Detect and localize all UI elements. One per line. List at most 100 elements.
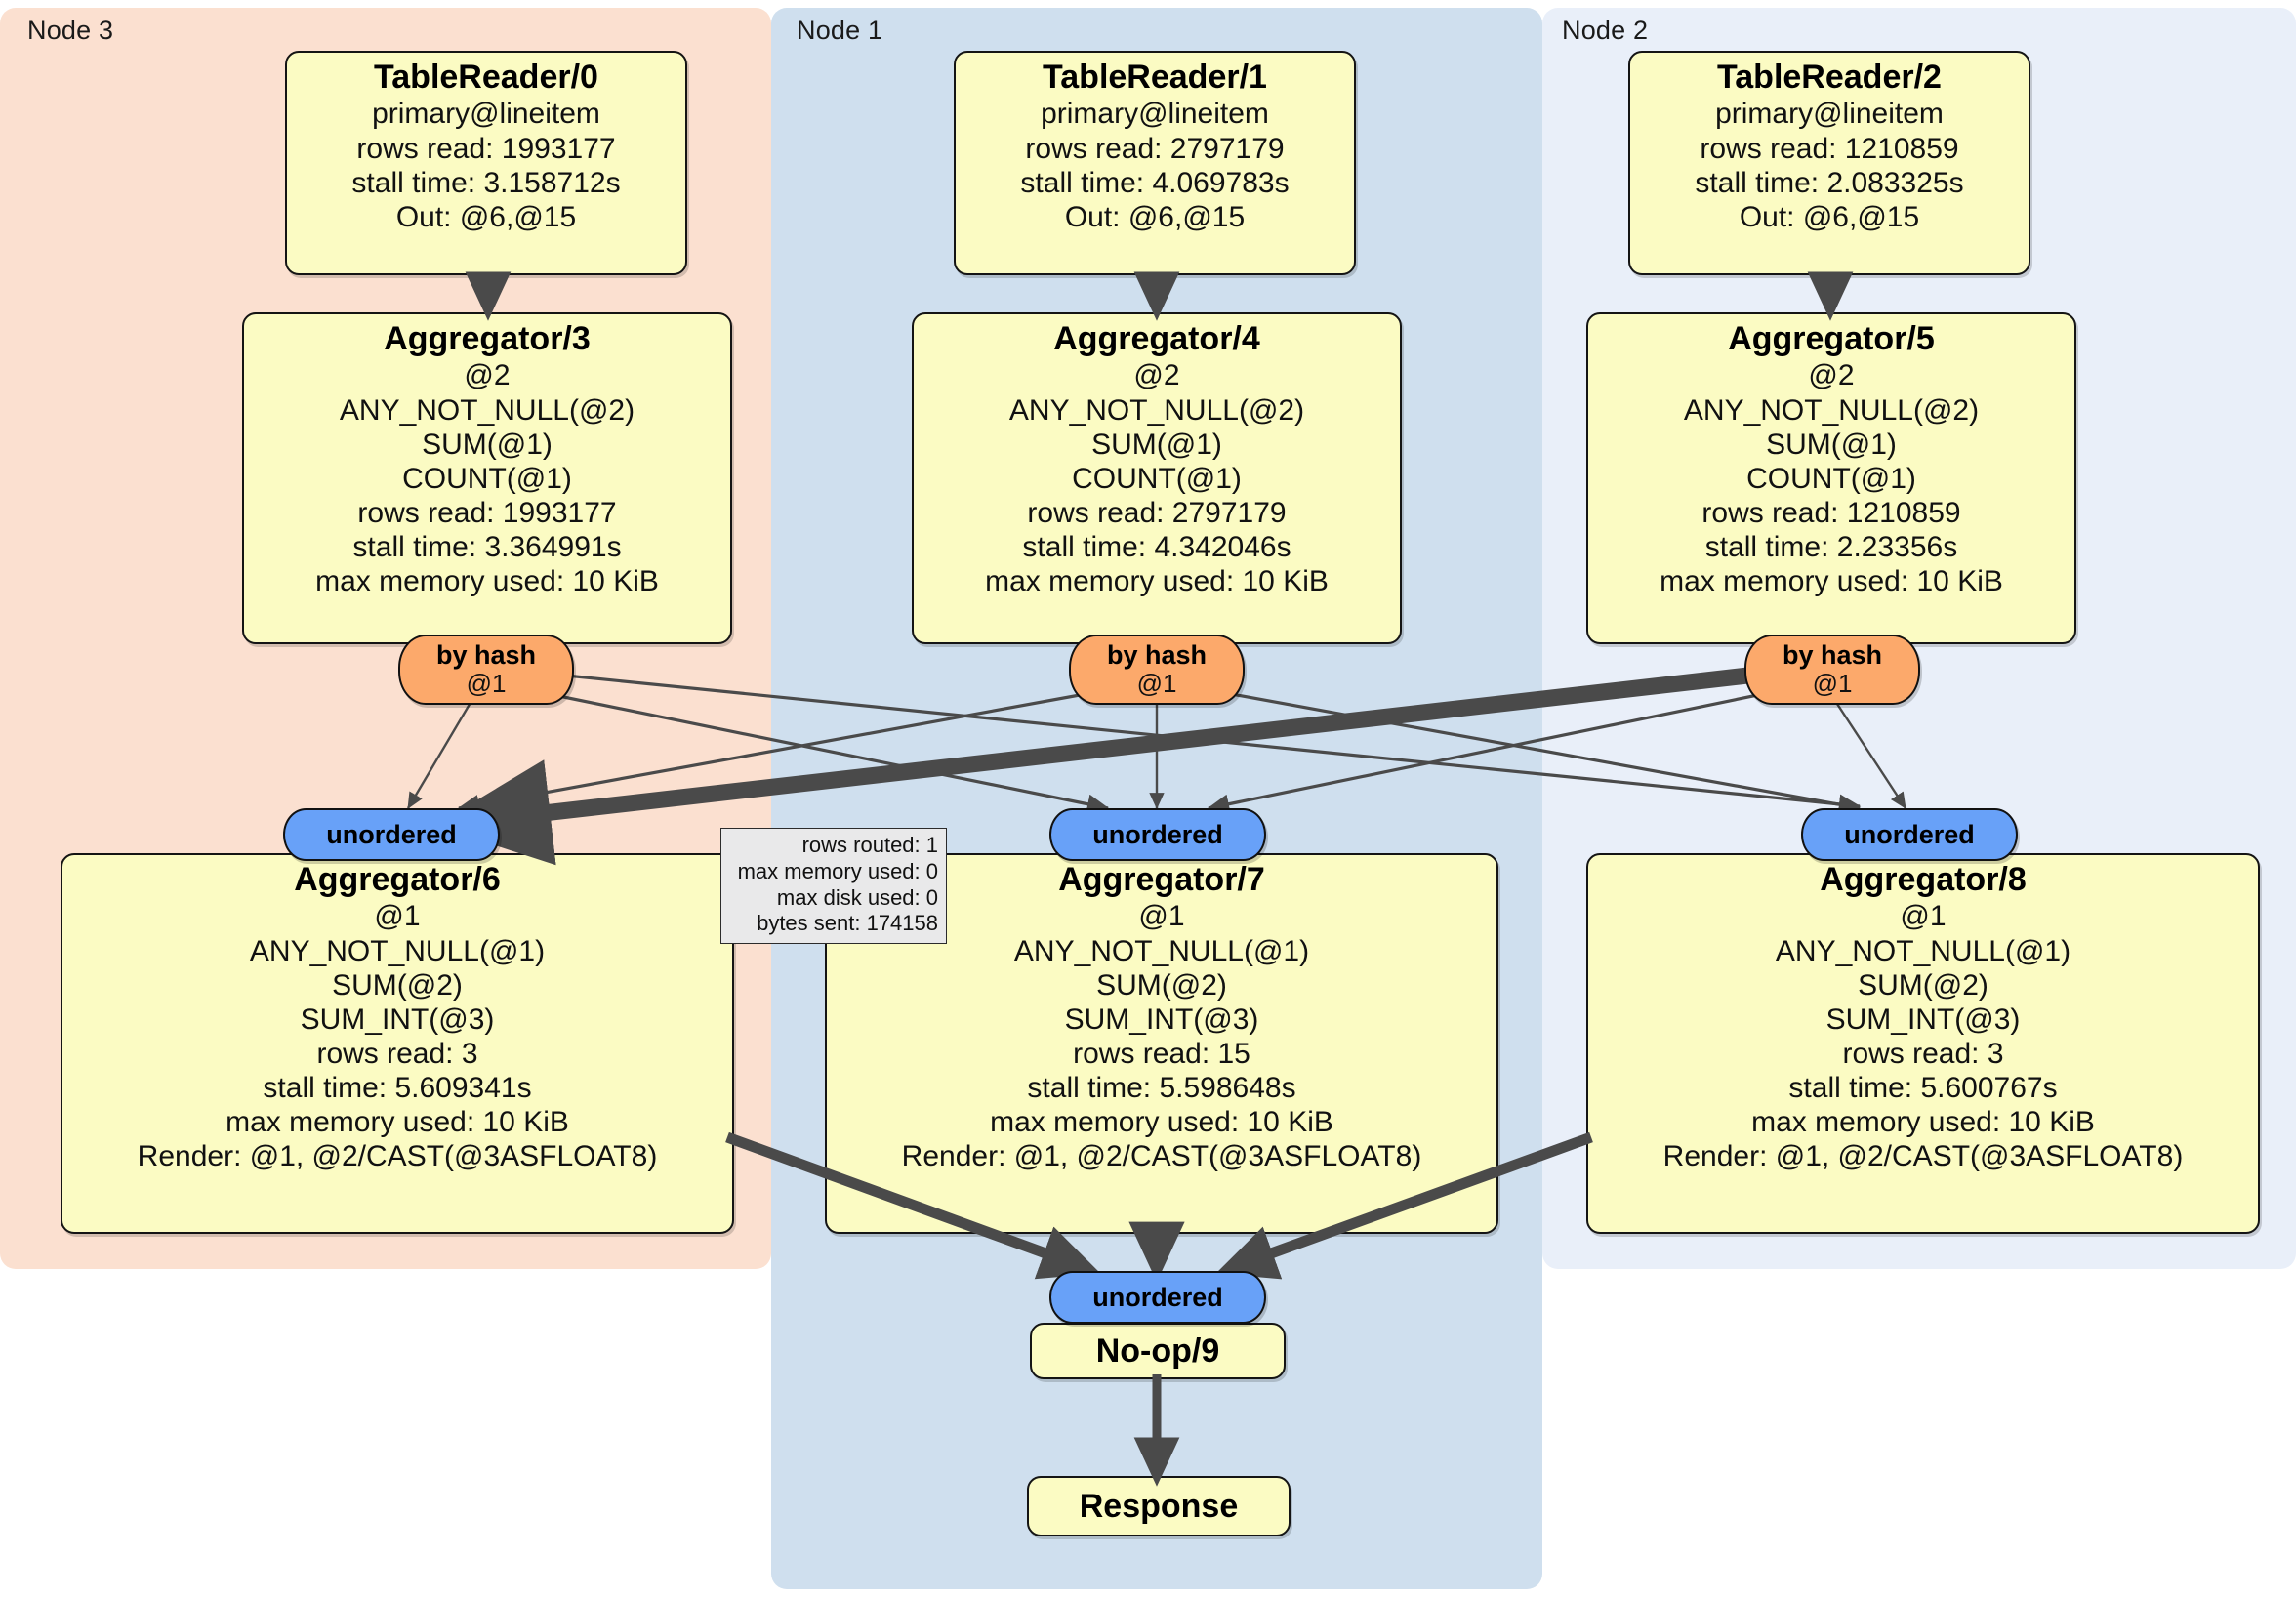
sync-unordered-6[interactable]: unordered: [283, 808, 500, 861]
node-line: primary@lineitem: [1715, 98, 1944, 131]
node-line: stall time: 5.598648s: [1027, 1071, 1296, 1104]
node-line: Out: @6,@15: [1064, 200, 1246, 233]
node-line: Render: @1, @2/CAST(@3ASFLOAT8): [901, 1140, 1422, 1173]
node-line: ANY_NOT_NULL(@2): [1683, 393, 1980, 427]
node-line: max memory used: 10 KiB: [315, 565, 659, 597]
router-sub: @1: [1812, 669, 1853, 699]
node-line: @2: [1133, 359, 1180, 392]
node-line: SUM_INT(@3): [300, 1003, 495, 1036]
sync-label: unordered: [326, 819, 457, 849]
processor-table-reader-1[interactable]: TableReader/1 primary@lineitem rows read…: [954, 51, 1356, 275]
processor-response[interactable]: Response: [1027, 1476, 1291, 1536]
node-title: Aggregator/6: [294, 861, 501, 898]
node-line: stall time: 5.600767s: [1788, 1071, 2058, 1104]
node-line: ANY_NOT_NULL(@2): [339, 393, 636, 427]
router-by-hash-5[interactable]: by hash @1: [1744, 635, 1920, 705]
node-line: ANY_NOT_NULL(@1): [1775, 934, 2071, 967]
node-line: Render: @1, @2/CAST(@3ASFLOAT8): [1662, 1140, 2184, 1173]
node-line: rows read: 1210859: [1700, 132, 1959, 165]
node-line: primary@lineitem: [372, 98, 600, 131]
processor-table-reader-0[interactable]: TableReader/0 primary@lineitem rows read…: [285, 51, 687, 275]
node-line: @2: [1808, 359, 1855, 392]
node-line: max memory used: 10 KiB: [985, 565, 1329, 597]
node-title: TableReader/2: [1717, 59, 1942, 96]
node-title: TableReader/0: [374, 59, 598, 96]
router-sub: @1: [1136, 669, 1177, 699]
sync-unordered-9[interactable]: unordered: [1049, 1271, 1266, 1324]
cluster-label-node-1: Node 1: [797, 16, 883, 45]
processor-aggregator-6[interactable]: Aggregator/6 @1 ANY_NOT_NULL(@1) SUM(@2)…: [61, 853, 734, 1234]
sync-label: unordered: [1844, 819, 1975, 849]
node-line: @1: [374, 900, 421, 933]
node-line: rows read: 1210859: [1702, 496, 1961, 529]
node-title: Response: [1079, 1488, 1239, 1526]
node-line: rows read: 2797179: [1025, 132, 1285, 165]
node-line: stall time: 2.23356s: [1704, 530, 1958, 563]
processor-aggregator-4[interactable]: Aggregator/4 @2 ANY_NOT_NULL(@2) SUM(@1)…: [912, 312, 1402, 644]
node-line: SUM(@1): [1091, 428, 1222, 461]
router-title: by hash: [435, 640, 537, 670]
node-line: ANY_NOT_NULL(@2): [1008, 393, 1305, 427]
node-line: max memory used: 10 KiB: [990, 1106, 1333, 1138]
node-line: COUNT(@1): [402, 462, 572, 495]
node-line: ANY_NOT_NULL(@1): [1013, 934, 1310, 967]
processor-noop-9[interactable]: No-op/9: [1030, 1323, 1286, 1379]
node-title: Aggregator/5: [1728, 320, 1935, 357]
cluster-label-node-2: Node 2: [1562, 16, 1649, 45]
node-line: SUM_INT(@3): [1064, 1003, 1259, 1036]
node-line: ANY_NOT_NULL(@1): [249, 934, 546, 967]
node-line: Out: @6,@15: [395, 200, 577, 233]
node-line: rows read: 3: [316, 1037, 478, 1070]
stat-line: max memory used: 0: [737, 858, 938, 883]
processor-aggregator-5[interactable]: Aggregator/5 @2 ANY_NOT_NULL(@2) SUM(@1)…: [1586, 312, 2076, 644]
sync-unordered-8[interactable]: unordered: [1801, 808, 2018, 861]
processor-aggregator-3[interactable]: Aggregator/3 @2 ANY_NOT_NULL(@2) SUM(@1)…: [242, 312, 732, 644]
processor-aggregator-8[interactable]: Aggregator/8 @1 ANY_NOT_NULL(@1) SUM(@2)…: [1586, 853, 2260, 1234]
node-line: rows read: 3: [1842, 1037, 2004, 1070]
node-line: stall time: 3.158712s: [351, 166, 621, 199]
node-title: Aggregator/3: [384, 320, 591, 357]
stats-tooltip: rows routed: 1 max memory used: 0 max di…: [720, 828, 947, 945]
node-line: max memory used: 10 KiB: [1660, 565, 2003, 597]
node-line: rows read: 1993177: [356, 132, 616, 165]
sync-label: unordered: [1092, 819, 1223, 849]
sync-label: unordered: [1092, 1282, 1223, 1312]
node-line: SUM(@1): [422, 428, 553, 461]
node-line: stall time: 2.083325s: [1695, 166, 1964, 199]
node-line: rows read: 2797179: [1027, 496, 1287, 529]
node-line: Render: @1, @2/CAST(@3ASFLOAT8): [137, 1140, 658, 1173]
node-line: SUM_INT(@3): [1825, 1003, 2021, 1036]
node-line: @1: [1138, 900, 1185, 933]
stat-line: max disk used: 0: [776, 884, 938, 910]
node-line: max memory used: 10 KiB: [1751, 1106, 2095, 1138]
node-line: COUNT(@1): [1746, 462, 1916, 495]
node-line: @1: [1900, 900, 1947, 933]
node-title: No-op/9: [1095, 1332, 1220, 1371]
node-line: COUNT(@1): [1072, 462, 1242, 495]
node-line: Out: @6,@15: [1739, 200, 1920, 233]
node-line: SUM(@2): [1096, 968, 1227, 1002]
node-title: Aggregator/4: [1053, 320, 1260, 357]
router-sub: @1: [466, 669, 507, 699]
stat-line: bytes sent: 174158: [757, 911, 938, 936]
sync-unordered-7[interactable]: unordered: [1049, 808, 1266, 861]
node-line: rows read: 15: [1073, 1037, 1250, 1070]
node-line: SUM(@1): [1766, 428, 1897, 461]
node-line: SUM(@2): [1858, 968, 1988, 1002]
node-line: stall time: 4.342046s: [1022, 530, 1292, 563]
stat-line: rows routed: 1: [801, 833, 938, 857]
node-line: stall time: 3.364991s: [352, 530, 622, 563]
processor-table-reader-2[interactable]: TableReader/2 primary@lineitem rows read…: [1628, 51, 2030, 275]
node-title: TableReader/1: [1043, 59, 1267, 96]
router-by-hash-3[interactable]: by hash @1: [398, 635, 574, 705]
node-line: SUM(@2): [332, 968, 463, 1002]
node-line: primary@lineitem: [1041, 98, 1269, 131]
node-title: Aggregator/7: [1058, 861, 1265, 898]
node-line: max memory used: 10 KiB: [226, 1106, 569, 1138]
router-title: by hash: [1106, 640, 1208, 670]
router-title: by hash: [1782, 640, 1883, 670]
node-line: stall time: 5.609341s: [263, 1071, 532, 1104]
node-title: Aggregator/8: [1820, 861, 2027, 898]
router-by-hash-4[interactable]: by hash @1: [1069, 635, 1245, 705]
